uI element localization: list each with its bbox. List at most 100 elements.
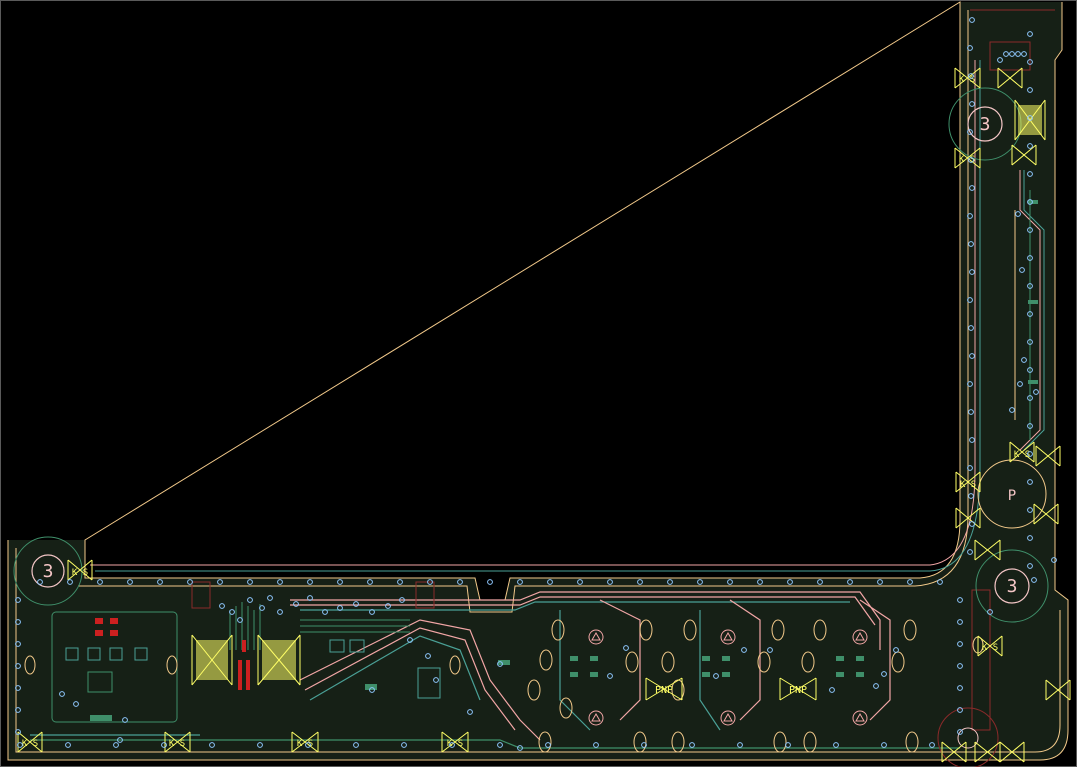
via-icon: [307, 595, 313, 601]
via-icon: [737, 742, 743, 748]
mount-hole-label: 3: [43, 561, 54, 582]
via-icon: [1015, 211, 1021, 217]
via-icon: [517, 745, 523, 751]
via-icon: [787, 579, 793, 585]
via-icon: [367, 579, 373, 585]
via-icon: [1027, 507, 1033, 513]
mount-hole-label: 3: [980, 114, 991, 135]
via-icon: [1027, 535, 1033, 541]
pnp-label: PNP: [655, 685, 673, 696]
via-icon: [767, 647, 773, 653]
via-icon: [1027, 395, 1033, 401]
via-icon: [623, 645, 629, 651]
ks-label: K S: [959, 155, 975, 165]
via-icon: [401, 742, 407, 748]
via-icon: [187, 579, 193, 585]
via-icon: [1033, 389, 1039, 395]
via-icon: [427, 579, 433, 585]
via-icon: [785, 742, 791, 748]
via-icon: [37, 579, 43, 585]
via-icon: [547, 579, 553, 585]
via-icon: [907, 579, 913, 585]
via-icon: [1027, 31, 1033, 37]
via-icon: [757, 579, 763, 585]
via-icon: [1051, 557, 1057, 563]
via-icon: [1027, 59, 1033, 65]
via-icon: [893, 647, 899, 653]
via-icon: [307, 579, 313, 585]
via-icon: [1027, 367, 1033, 373]
via-icon: [1009, 51, 1015, 57]
via-icon: [969, 269, 975, 275]
via-icon: [1003, 51, 1009, 57]
via-icon: [247, 597, 253, 603]
via-icon: [968, 493, 974, 499]
via-icon: [399, 597, 405, 603]
via-icon: [517, 579, 523, 585]
via-icon: [967, 297, 973, 303]
via-icon: [217, 579, 223, 585]
via-icon: [967, 213, 973, 219]
via-icon: [15, 685, 21, 691]
via-icon: [969, 521, 975, 527]
via-icon: [689, 742, 695, 748]
via-icon: [957, 641, 963, 647]
via-icon: [969, 353, 975, 359]
via-icon: [968, 73, 974, 79]
via-icon: [969, 17, 975, 23]
via-icon: [987, 609, 993, 615]
via-icon: [937, 579, 943, 585]
via-icon: [957, 619, 963, 625]
via-icon: [15, 707, 21, 713]
via-icon: [968, 241, 974, 247]
via-icon: [407, 637, 413, 643]
via-icon: [67, 579, 73, 585]
via-icon: [17, 742, 23, 748]
via-icon: [15, 641, 21, 647]
via-layer: [15, 17, 1057, 751]
via-icon: [353, 742, 359, 748]
via-icon: [1027, 479, 1033, 485]
via-icon: [877, 579, 883, 585]
via-icon: [1027, 171, 1033, 177]
via-icon: [15, 619, 21, 625]
via-icon: [967, 45, 973, 51]
ks-label: K S: [297, 739, 313, 749]
mount-hole-bottom-left[interactable]: 3: [13, 536, 83, 606]
via-icon: [1027, 255, 1033, 261]
via-icon: [881, 742, 887, 748]
via-icon: [1021, 51, 1027, 57]
ks-label: K S: [1014, 450, 1030, 460]
via-icon: [967, 549, 973, 555]
via-icon: [322, 609, 328, 615]
via-icon: [1031, 577, 1037, 583]
via-icon: [433, 677, 439, 683]
crosshair-icon: [17, 67, 1071, 763]
via-icon: [957, 707, 963, 713]
via-icon: [127, 579, 133, 585]
via-icon: [65, 742, 71, 748]
via-icon: [593, 742, 599, 748]
via-icon: [1027, 115, 1033, 121]
via-icon: [487, 579, 493, 585]
via-icon: [1027, 311, 1033, 317]
mount-hole-bottom-corner[interactable]: 3: [975, 549, 1049, 623]
via-icon: [967, 381, 973, 387]
via-icon: [969, 437, 975, 443]
mount-hole-label: 3: [1007, 576, 1018, 597]
via-icon: [968, 325, 974, 331]
via-icon: [369, 687, 375, 693]
via-icon: [1027, 563, 1033, 569]
via-icon: [1027, 199, 1033, 205]
via-icon: [337, 579, 343, 585]
via-icon: [957, 729, 963, 735]
via-icon: [847, 579, 853, 585]
via-icon: [607, 673, 613, 679]
via-icon: [497, 661, 503, 667]
via-icon: [641, 742, 647, 748]
via-icon: [967, 129, 973, 135]
via-icon: [73, 701, 79, 707]
smd-footprints: [90, 200, 1038, 721]
led-markers: [588, 629, 868, 726]
